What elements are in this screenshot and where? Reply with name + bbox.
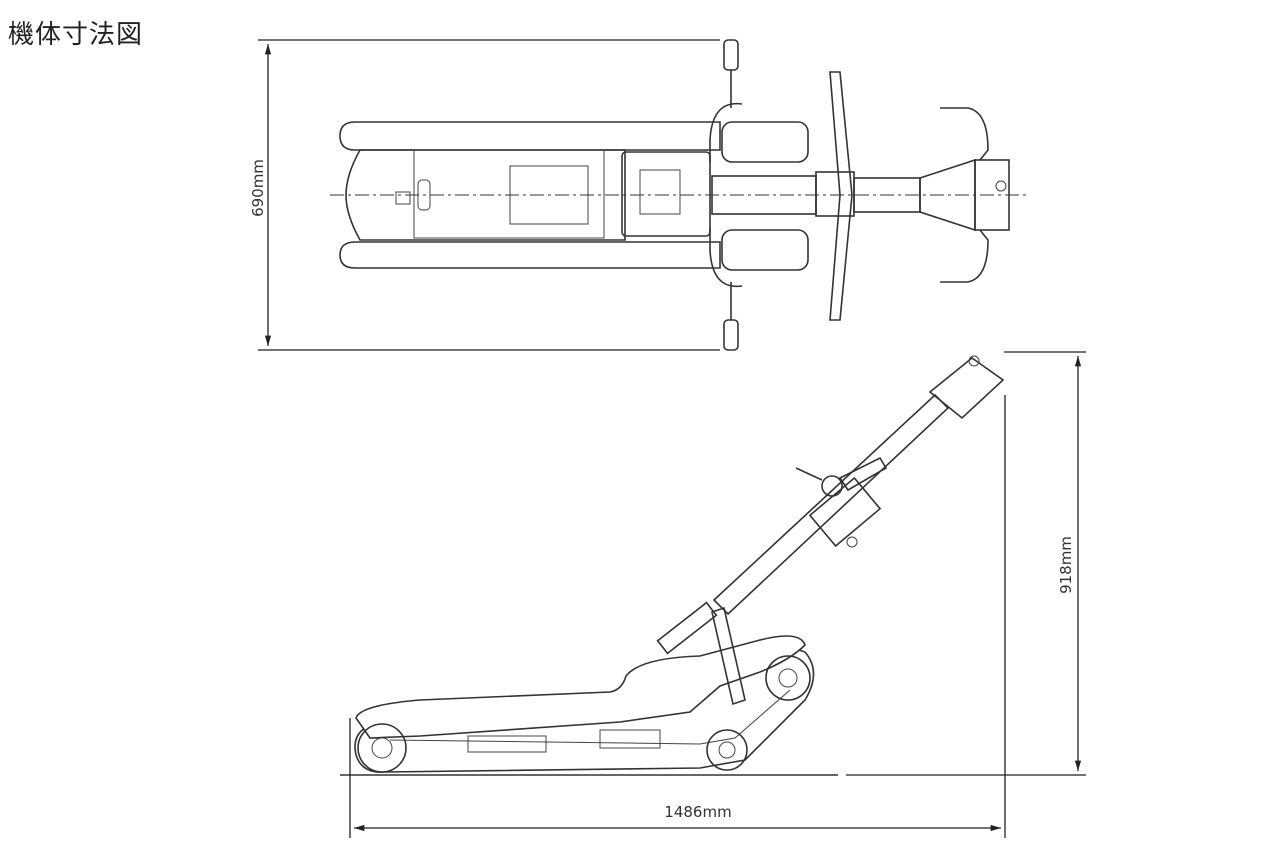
upper-wheel-hub xyxy=(778,668,798,688)
length-dimension-label: 1486mm xyxy=(664,803,732,821)
axle-cap-bottom xyxy=(723,319,739,351)
grip-top xyxy=(940,107,989,161)
motor-plate xyxy=(639,169,681,215)
control-box xyxy=(808,476,882,548)
head-bolt xyxy=(995,180,1007,192)
grip-bottom xyxy=(940,229,989,283)
hinge-block xyxy=(656,601,718,655)
side-view xyxy=(340,351,1086,838)
top-track-lower xyxy=(339,241,721,269)
track-inner xyxy=(389,689,791,745)
top-track-upper xyxy=(339,121,721,151)
side-body xyxy=(355,635,806,739)
top-knob xyxy=(395,191,411,205)
shaft-collar xyxy=(815,171,855,217)
knob-lever xyxy=(795,467,823,481)
upper-wheel xyxy=(765,655,811,701)
side-frame xyxy=(599,729,661,749)
bracket-bottom xyxy=(709,228,743,288)
rear-wheel-hub xyxy=(371,737,393,759)
top-body xyxy=(345,149,626,241)
front-wheel-hub xyxy=(718,741,736,759)
brace-bar xyxy=(829,71,853,321)
pivot-pin xyxy=(846,536,858,548)
handle-head-side xyxy=(928,356,1005,420)
rear-wheel xyxy=(357,723,407,773)
wheel-top xyxy=(721,121,809,163)
bracket-top xyxy=(709,102,743,162)
page-title: 機体寸法図 xyxy=(8,20,144,50)
head-bolt-side xyxy=(968,355,980,367)
handle-column xyxy=(712,393,950,616)
brace-arm xyxy=(838,456,888,492)
top-view xyxy=(258,39,1030,351)
side-battery xyxy=(467,735,547,753)
side-track xyxy=(354,639,815,773)
top-body-panel xyxy=(413,149,605,239)
front-wheel xyxy=(706,729,748,771)
wheel-bottom xyxy=(721,229,809,271)
control-knob xyxy=(821,475,843,497)
support-strut xyxy=(711,606,746,706)
motor-housing xyxy=(621,151,711,237)
axle-cap-top xyxy=(723,39,739,71)
